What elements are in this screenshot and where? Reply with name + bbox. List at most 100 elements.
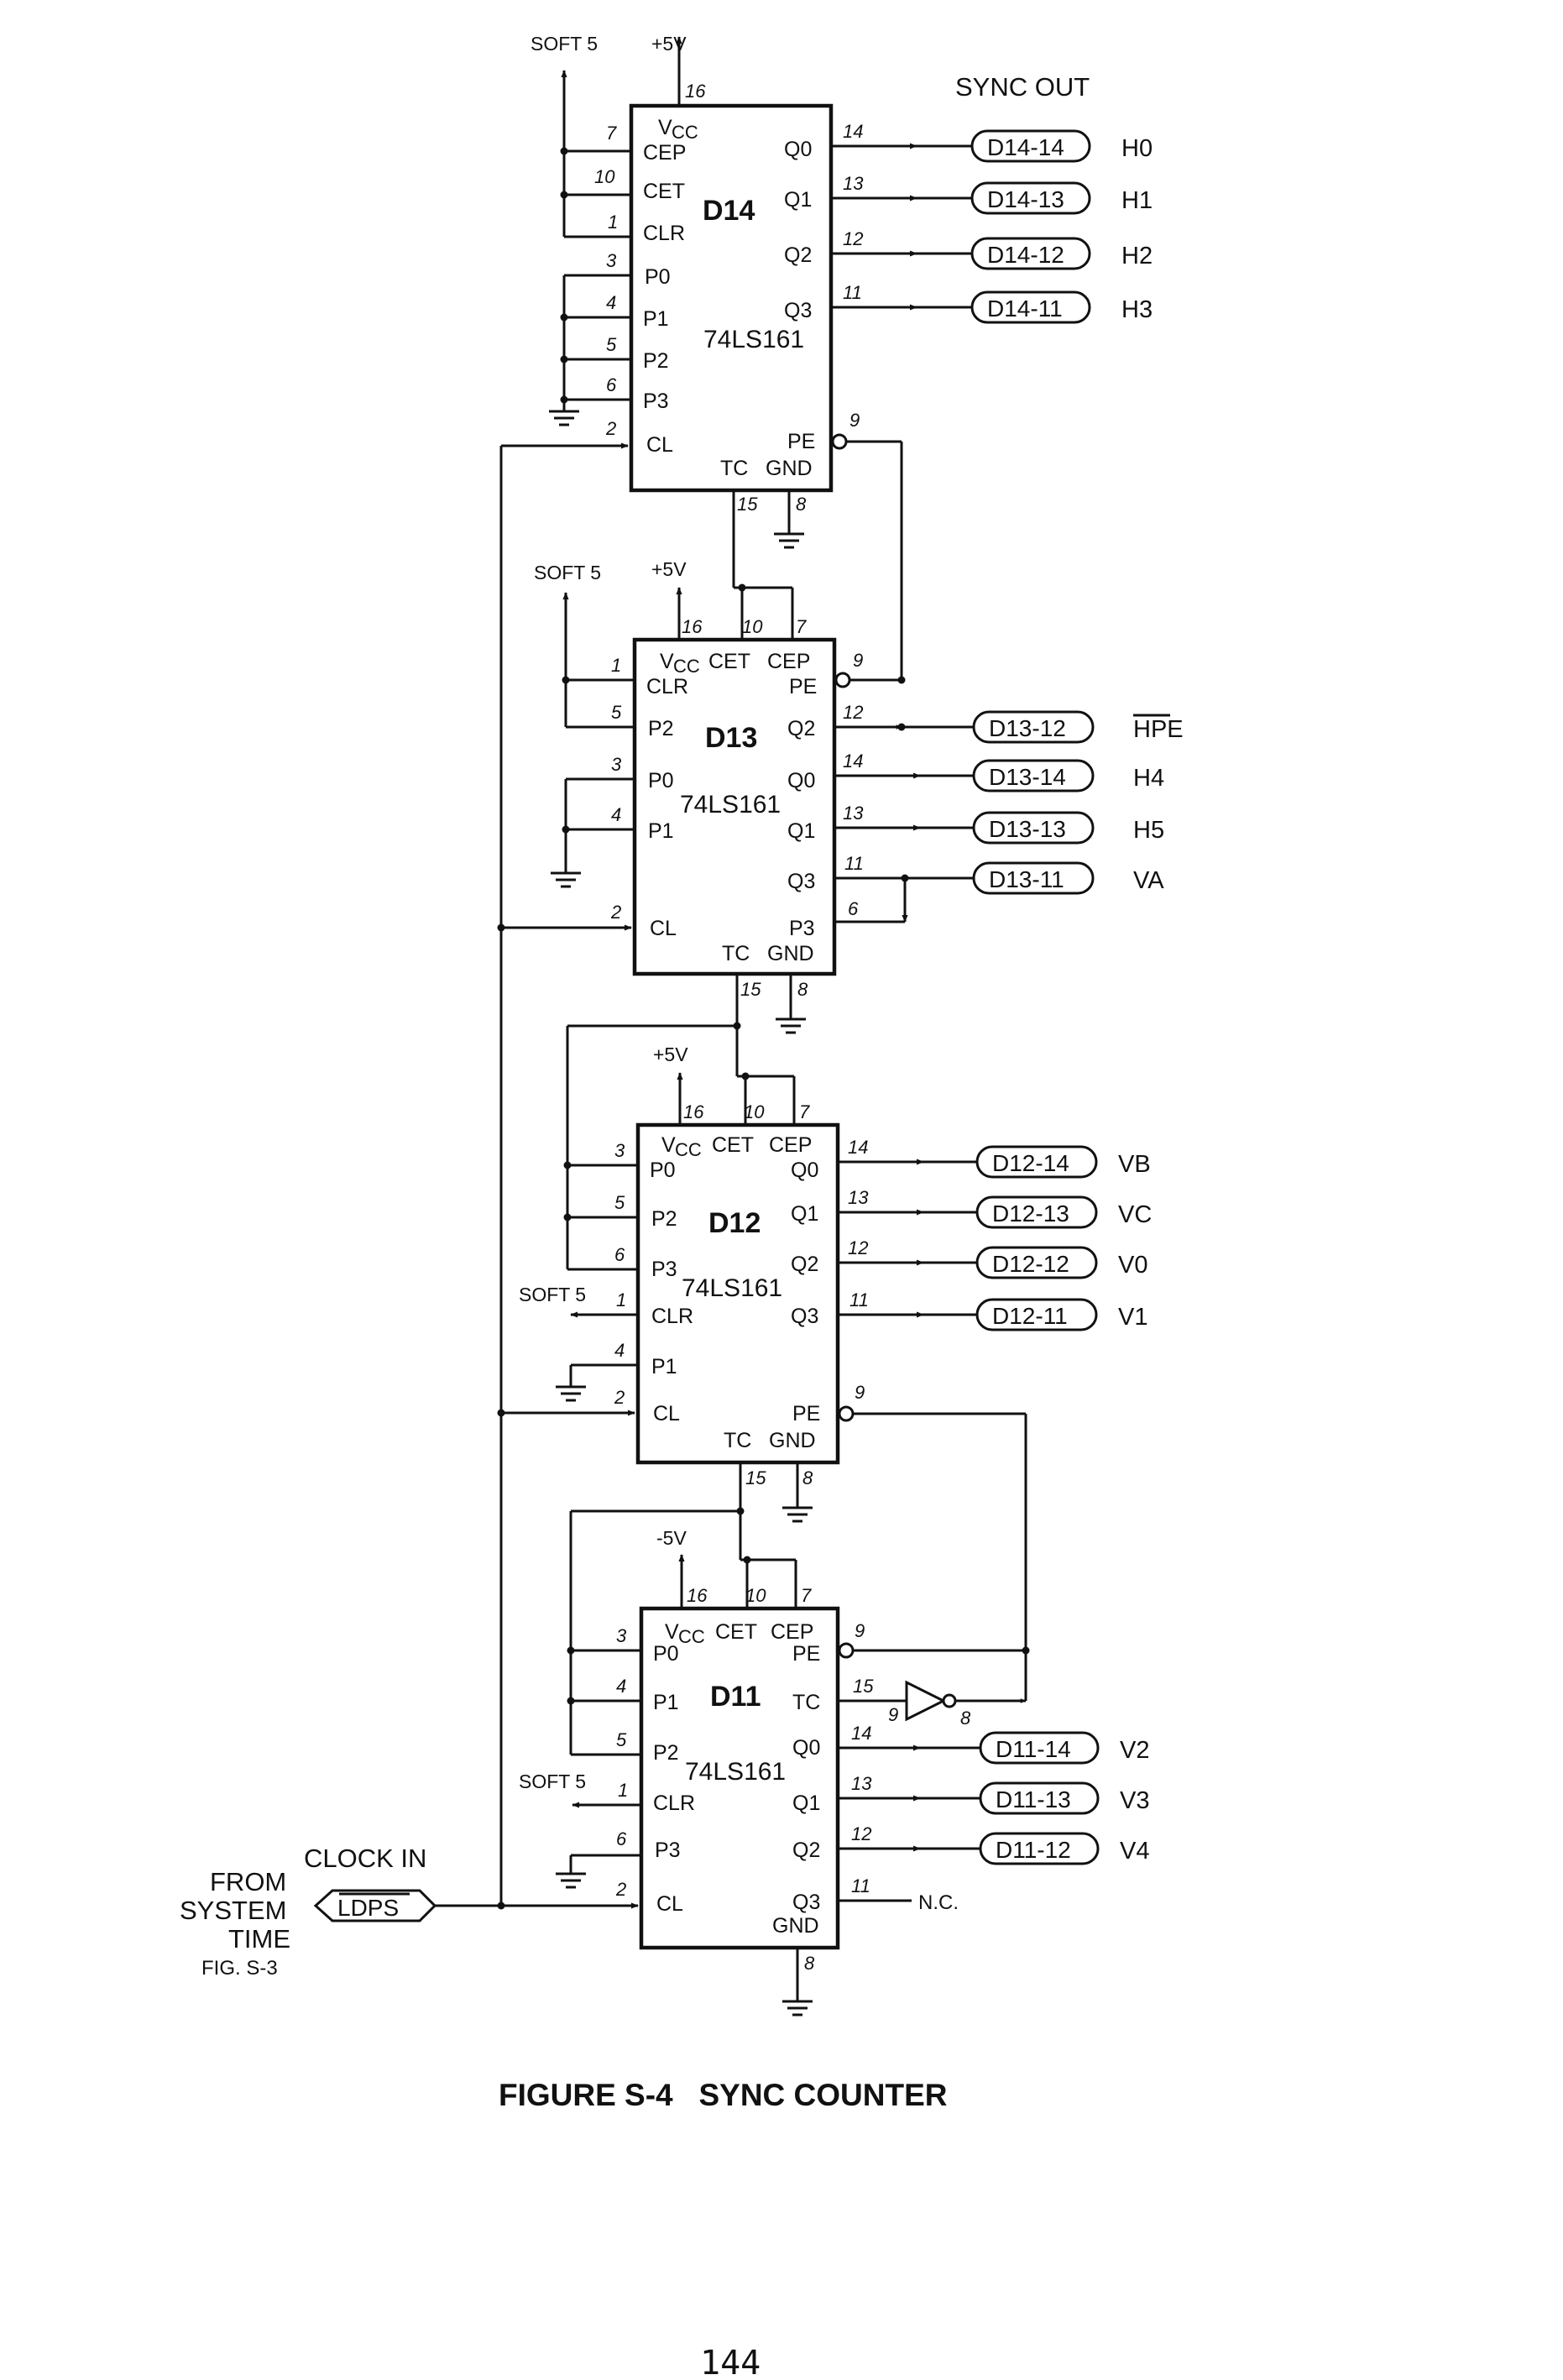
d14-pin5-num: 5 [606,334,617,355]
d14-pin13-num: 13 [843,173,864,194]
d13-p3-label: P3 [789,917,815,940]
d13-pin9-num: 9 [853,650,863,671]
d13-q1-label: Q1 [787,819,815,843]
d13-p2-label: P2 [648,717,674,740]
d12-vcc-sub: CC [675,1139,702,1160]
d12-pin3-num: 3 [614,1140,625,1161]
d14-cep-label: CEP [643,141,686,165]
chip-d13-body [632,637,837,976]
d11-vcc-rail: -5V [656,1527,687,1549]
signal-h0: H0 [1121,135,1153,162]
d12-q3-label: Q3 [791,1305,818,1328]
d11-pin1-num: 1 [618,1780,628,1801]
d13-q3-label: Q3 [787,870,815,893]
d12-pin11-num: 11 [849,1289,869,1310]
d14-vcc-label: V [658,116,672,139]
connector-d11-14: D11-14 [996,1736,1071,1762]
d12-p3-label: P3 [651,1258,677,1281]
d14-pe-label: PE [787,430,815,453]
d14-soft5-label: SOFT 5 [531,33,598,55]
d12-pin4-num: 4 [614,1340,625,1361]
signal-h4: H4 [1133,765,1164,792]
chip-d13-name: D13 [705,722,757,754]
d13-pin8-num: 8 [797,979,808,1000]
d13-pin15-num: 15 [740,979,761,1000]
d13-vcc-rail: +5V [651,558,687,580]
d12-pin5-num: 5 [614,1192,625,1213]
d11-pin13-num: 13 [851,1773,872,1794]
d13-pin5-num: 5 [611,702,622,723]
inv-pin9-num: 9 [888,1704,898,1725]
d13-q2-label: Q2 [787,717,815,740]
d14-pin16-num: 16 [685,81,706,102]
signal-h2: H2 [1121,243,1153,269]
d14-pin6-num: 6 [606,374,617,395]
inv-pin8-num: 8 [960,1708,971,1729]
d11-clr-label: CLR [653,1792,695,1815]
d12-p1-label: P1 [651,1355,677,1378]
d11-pin3-num: 3 [616,1625,627,1646]
d14-p3-label: P3 [643,390,669,413]
d11-pin9-num: 9 [855,1620,865,1641]
d11-soft5-label: SOFT 5 [519,1771,586,1792]
page-number: 144 [700,2344,761,2380]
d11-gnd-label: GND [772,1914,819,1938]
d12-pin15-num: 15 [745,1467,766,1488]
d14-gnd-label: GND [766,457,813,480]
connector-d11-12: D11-12 [996,1837,1071,1863]
d14-q3-label: Q3 [784,299,812,322]
d13-gnd-label: GND [767,942,814,965]
signal-h1: H1 [1121,187,1153,214]
d11-p2-label: P2 [653,1741,679,1765]
d13-pin6-num: 6 [848,898,859,919]
d13-tc-label: TC [722,942,750,965]
signal-v0: V0 [1118,1252,1147,1279]
d11-pin8-num: 8 [804,1953,815,1974]
ldps-connector [313,1889,437,1922]
d12-vcc-rail: +5V [653,1044,688,1065]
signal-v3: V3 [1120,1787,1149,1814]
d11-pin4-num: 4 [616,1676,626,1697]
d13-pin1-num: 1 [611,655,621,676]
d13-pin3-num: 3 [611,754,622,775]
d14-q1-label: Q1 [784,188,812,212]
d14-pin14-num: 14 [843,121,863,142]
d11-vcc-sub: CC [678,1626,705,1647]
d13-soft5-label: SOFT 5 [534,562,601,583]
d14-p1-label: P1 [643,307,669,331]
d12-p0-label: P0 [650,1159,676,1182]
connector-d13-14: D13-14 [989,764,1066,790]
d12-cl-label: CL [653,1402,680,1425]
d11-pe-label: PE [792,1642,820,1666]
inverter-icon [905,1680,947,1722]
d13-p1-label: P1 [648,819,674,843]
chip-d11-part: 74LS161 [685,1758,786,1786]
chip-d13-part: 74LS161 [680,791,781,819]
d12-pin8-num: 8 [802,1467,813,1488]
d12-pin9-num: 9 [855,1382,865,1403]
system-label: SYSTEM [180,1896,286,1925]
d12-cep-label: CEP [769,1133,812,1157]
time-label: TIME [228,1924,290,1954]
d11-q2-label: Q2 [792,1839,820,1862]
signal-hpe: HPE [1133,716,1184,743]
d12-q2-label: Q2 [791,1253,818,1276]
d11-p3-label: P3 [655,1839,681,1862]
chip-d14-body [629,103,834,493]
d14-vcc-sub: CC [672,122,698,143]
d13-cet-label: CET [708,650,750,673]
signal-v1: V1 [1118,1304,1147,1331]
figure-caption: FIGURE S-4 SYNC COUNTER [499,2078,948,2112]
d12-q1-label: Q1 [791,1202,818,1226]
d12-pin16-num: 16 [683,1101,704,1122]
d11-vcc-label: V [665,1620,679,1644]
clock-in-label: CLOCK IN [304,1844,426,1873]
signal-v4: V4 [1120,1838,1149,1865]
chip-d11-body [639,1606,840,1950]
d12-pin1-num: 1 [616,1289,626,1310]
d12-clr-label: CLR [651,1305,693,1328]
d14-pin8-num: 8 [796,494,807,515]
chip-d14-name: D14 [703,195,755,227]
d12-pin7-num: 7 [799,1101,810,1122]
d14-pin12-num: 12 [843,228,863,249]
